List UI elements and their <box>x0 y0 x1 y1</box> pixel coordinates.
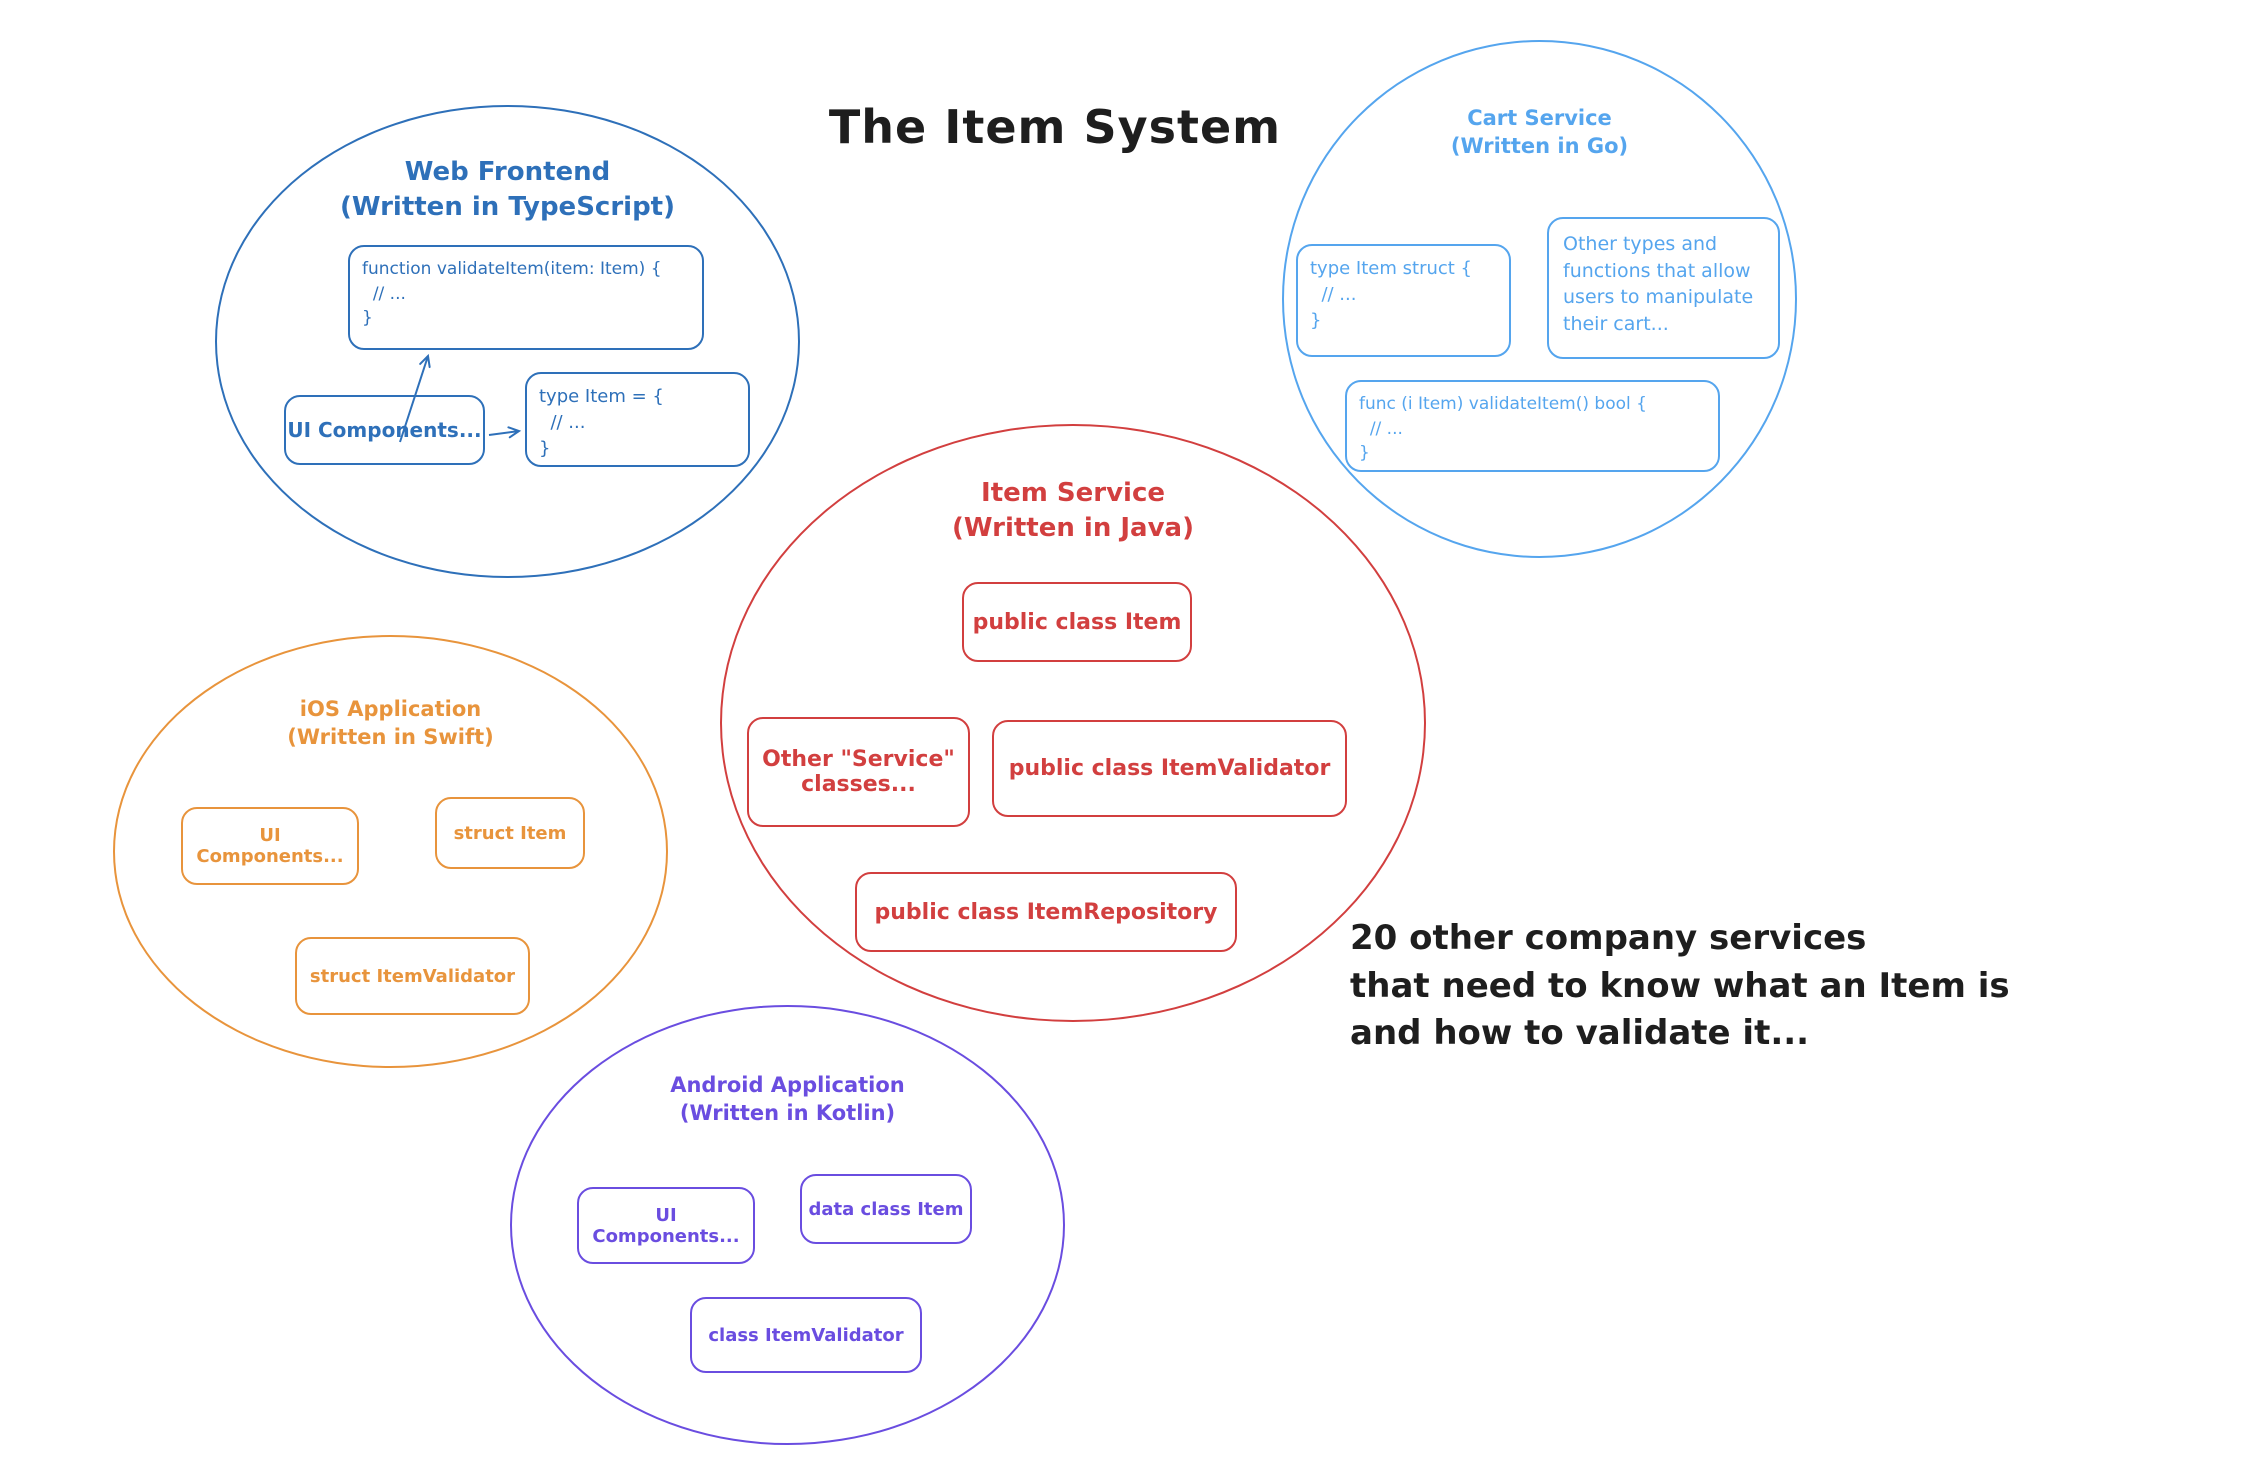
web-validate-function-box: function validateItem(item: Item) { // .… <box>348 245 704 350</box>
android-item-validator-box: class ItemValidator <box>690 1297 922 1373</box>
cart-other-types-box: Other types and functions that allow use… <box>1547 217 1780 359</box>
item-class-box: public class Item <box>962 582 1192 662</box>
item-service-subtitle: (Written in Java) <box>952 513 1194 544</box>
ios-item-validator-box: struct ItemValidator <box>295 937 530 1015</box>
web-item-type-box: type Item = { // ... } <box>525 372 750 467</box>
ios-ui-components-box: UI Components... <box>181 807 359 885</box>
group-web-frontend: Web Frontend (Written in TypeScript) fun… <box>215 105 800 578</box>
cart-service-title: Cart Service <box>1467 106 1612 130</box>
item-other-service-classes-box: Other "Service" classes... <box>747 717 970 827</box>
android-application-subtitle: (Written in Kotlin) <box>679 1101 896 1126</box>
android-ui-components-box: UI Components... <box>577 1187 755 1264</box>
web-frontend-title: Web Frontend <box>404 157 611 187</box>
ios-application-subtitle: (Written in Swift) <box>287 725 494 750</box>
web-frontend-subtitle: (Written in TypeScript) <box>339 192 675 223</box>
android-application-title: Android Application <box>670 1073 905 1097</box>
cart-service-group-title: Cart Service (Written in Go) <box>1284 104 1795 161</box>
group-ios-application: iOS Application (Written in Swift) UI Co… <box>113 635 668 1068</box>
ios-application-title: iOS Application <box>299 697 482 721</box>
cart-service-subtitle: (Written in Go) <box>1450 134 1629 159</box>
item-validator-class-box: public class ItemValidator <box>992 720 1347 817</box>
cart-validate-function-box: func (i Item) validateItem() bool { // .… <box>1345 380 1720 472</box>
cart-item-struct-box: type Item struct { // ... } <box>1296 244 1511 357</box>
web-frontend-group-title: Web Frontend (Written in TypeScript) <box>217 155 798 225</box>
ios-application-group-title: iOS Application (Written in Swift) <box>115 695 666 752</box>
group-android-application: Android Application (Written in Kotlin) … <box>510 1005 1065 1445</box>
arrow-ui-to-type <box>488 426 522 439</box>
item-service-group-title: Item Service (Written in Java) <box>722 476 1424 546</box>
web-ui-components-box: UI Components... <box>284 395 485 465</box>
item-repository-class-box: public class ItemRepository <box>855 872 1237 952</box>
android-data-class-item-box: data class Item <box>800 1174 972 1244</box>
other-services-note: 20 other company services that need to k… <box>1350 918 2010 1054</box>
item-service-title: Item Service <box>981 478 1165 508</box>
android-application-group-title: Android Application (Written in Kotlin) <box>512 1071 1063 1128</box>
group-cart-service: Cart Service (Written in Go) type Item s… <box>1282 40 1797 558</box>
ios-item-struct-box: struct Item <box>435 797 585 869</box>
group-item-service: Item Service (Written in Java) public cl… <box>720 424 1426 1022</box>
page-title: The Item System <box>828 100 1282 154</box>
